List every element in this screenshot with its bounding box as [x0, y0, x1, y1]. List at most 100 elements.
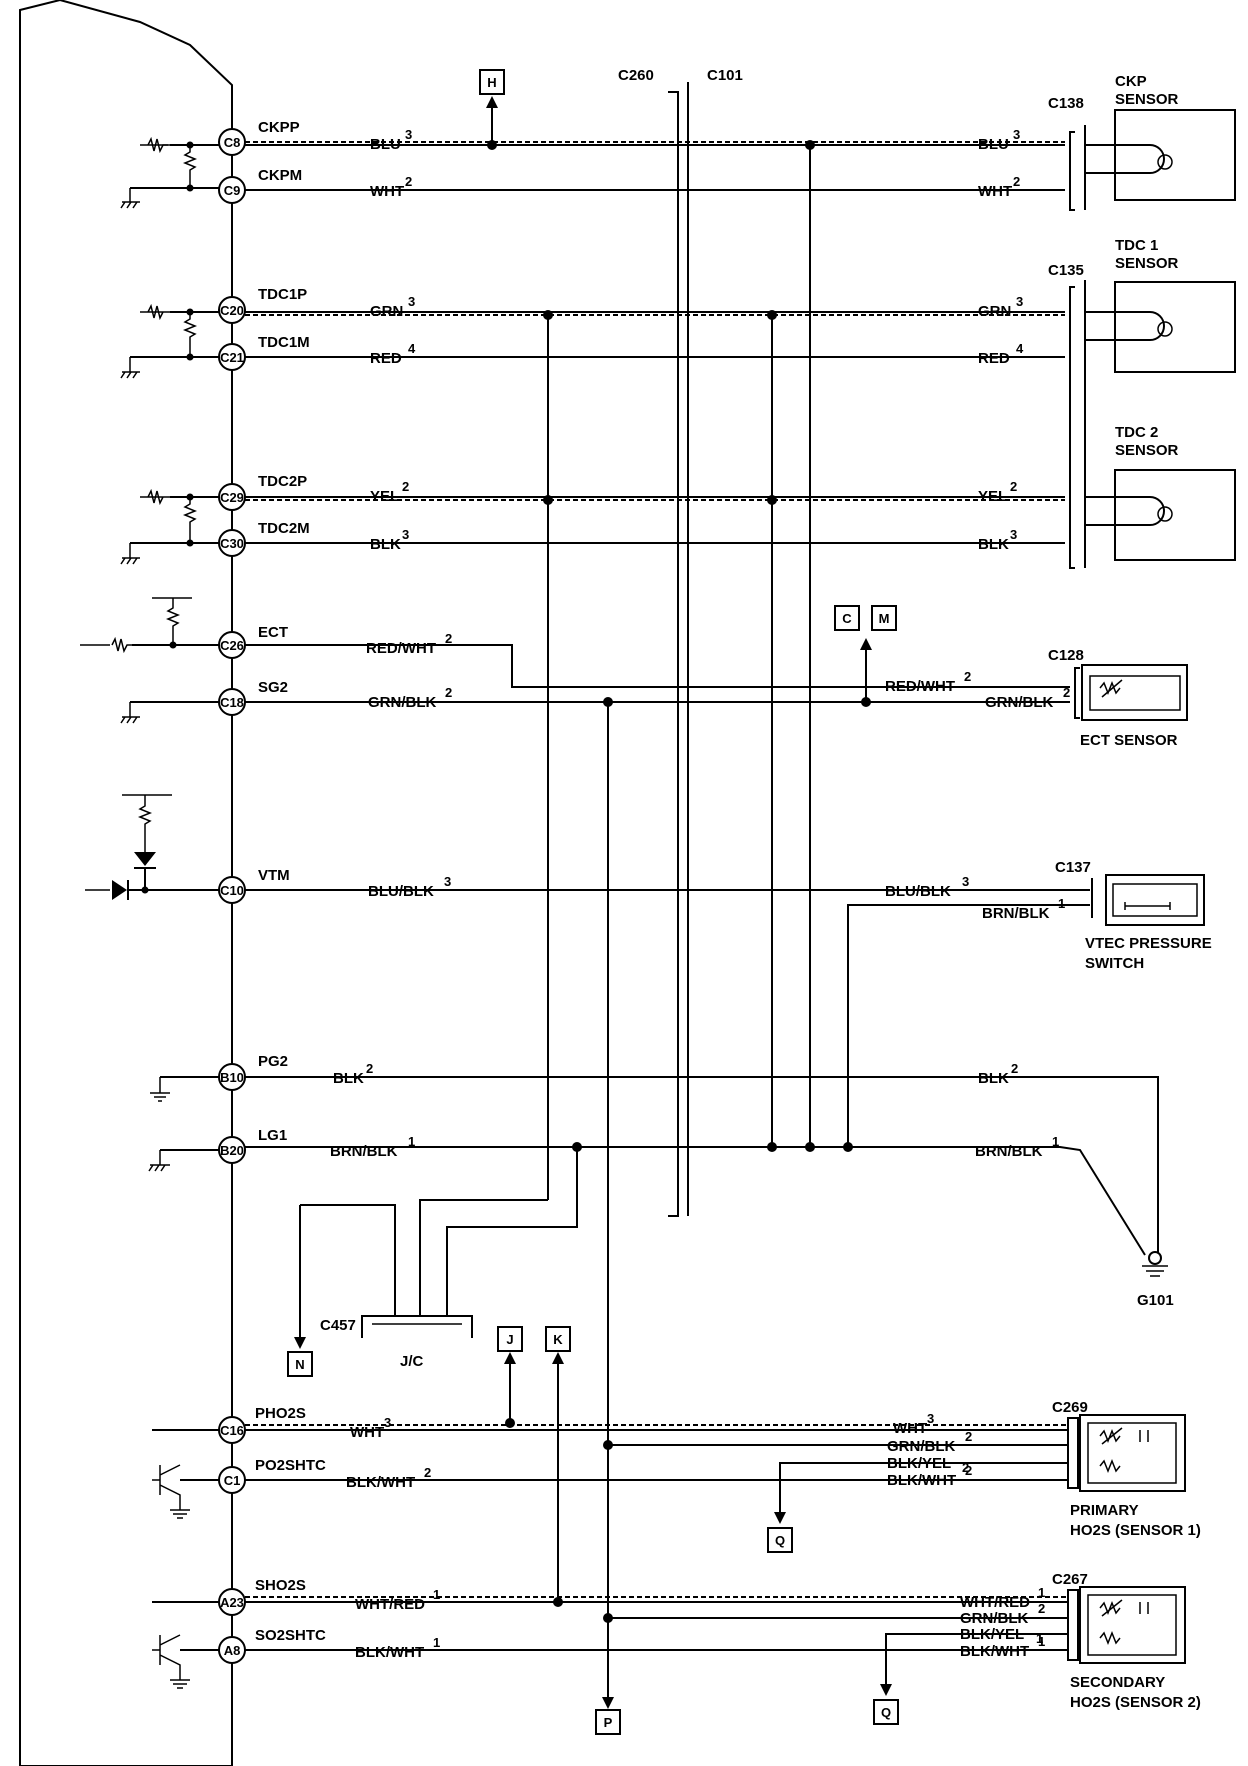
wire-label: BLK/WHT	[960, 1643, 1029, 1660]
pin-label-pho2s: PHO2S	[255, 1405, 306, 1422]
pin-c20: C20	[220, 303, 244, 318]
ref-q-1: Q	[775, 1533, 785, 1548]
wire-count: 3	[444, 874, 451, 889]
tdc1p-circuit	[120, 303, 232, 379]
pin-label-ckpp: CKPP	[258, 119, 300, 136]
ref-box-h	[479, 69, 505, 95]
wire-label: GRN/BLK	[960, 1610, 1028, 1627]
coil-icon	[1085, 496, 1165, 526]
wire-count: 2	[1063, 685, 1070, 700]
pin-label-tdc1p: TDC1P	[258, 286, 307, 303]
ground-g101-label: G101	[1137, 1292, 1174, 1309]
wire-count: 1	[1038, 1634, 1045, 1649]
ref-m: M	[879, 611, 890, 626]
wire-label: GRN/BLK	[887, 1438, 955, 1455]
wire-label: WHT	[893, 1420, 927, 1437]
wire-label: BLU	[978, 136, 1009, 153]
pin-c10: C10	[220, 883, 244, 898]
ckp-sensor-label-1: CKP	[1115, 73, 1147, 90]
heater-icon	[1099, 1458, 1121, 1474]
thermistor-icon	[1099, 679, 1123, 698]
primary-ho2s-box	[1079, 1414, 1186, 1492]
wire-label: GRN	[978, 303, 1011, 320]
connector-c138	[1069, 131, 1075, 211]
wire-label: WHT	[350, 1424, 384, 1441]
wire-count: 2	[445, 631, 452, 646]
pin-label-lg1: LG1	[258, 1127, 287, 1144]
connector-c138-label: C138	[1048, 95, 1084, 112]
primary-ho2s-label-2: HO2S (SENSOR 1)	[1070, 1522, 1201, 1539]
vtec-label-1: VTEC PRESSURE	[1085, 935, 1212, 952]
connector-c269	[1067, 1417, 1079, 1489]
wire-count: 3	[1010, 527, 1017, 542]
wire-label: BLU/BLK	[368, 883, 434, 900]
vtec-label-2: SWITCH	[1085, 955, 1144, 972]
connector-c128	[1074, 667, 1080, 719]
ref-j: J	[506, 1332, 513, 1347]
ground-g101-icon	[1148, 1251, 1162, 1265]
pin-c8: C8	[224, 135, 241, 150]
o2-sensor-icon	[1099, 1427, 1149, 1445]
wire-count: 2	[366, 1061, 373, 1076]
ref-c: C	[842, 611, 852, 626]
pin-label-tdc1m: TDC1M	[258, 334, 310, 351]
coil-icon	[1085, 311, 1165, 341]
pin-b20: B20	[220, 1143, 244, 1158]
connector-c457-label: C457	[320, 1317, 356, 1334]
tdc1-sensor-box	[1114, 281, 1236, 373]
secondary-ho2s-label-2: HO2S (SENSOR 2)	[1070, 1694, 1201, 1711]
wire-count: 2	[1038, 1601, 1045, 1616]
wire-count: 2	[964, 669, 971, 684]
connector-c135-label: C135	[1048, 262, 1084, 279]
connector-c267-label: C267	[1052, 1571, 1088, 1588]
wire-label: RED/WHT	[366, 640, 436, 657]
wire-count: 3	[927, 1411, 934, 1426]
wire-count: 3	[408, 294, 415, 309]
wire-label: RED	[370, 350, 402, 367]
connector-c101-label: C101	[707, 67, 743, 84]
pin-c21: C21	[220, 350, 244, 365]
wire-count: 2	[402, 479, 409, 494]
wire-count: 1	[1052, 1134, 1059, 1149]
pin-c26: C26	[220, 638, 244, 653]
wire-label: RED	[978, 350, 1010, 367]
pin-label-sg2: SG2	[258, 679, 288, 696]
connector-c260-bar	[668, 91, 679, 1217]
wire-count: 3	[405, 127, 412, 142]
pin-c9: C9	[224, 183, 241, 198]
wire-count: 1	[1036, 1631, 1043, 1646]
wire-count: 1	[433, 1587, 440, 1602]
coil-icon	[1085, 144, 1165, 174]
wire-label: BLK/YEL	[960, 1626, 1024, 1643]
pin-label-tdc2p: TDC2P	[258, 473, 307, 490]
wire-label: GRN/BLK	[985, 694, 1053, 711]
switch-icon	[1124, 902, 1171, 910]
wire-label: BLK	[978, 1070, 1009, 1087]
wire-label: BLK	[333, 1070, 364, 1087]
ckp-sensor-label-2: SENSOR	[1115, 91, 1179, 108]
ect-sensor-label: ECT SENSOR	[1080, 732, 1178, 749]
pin-label-tdc2m: TDC2M	[258, 520, 310, 537]
pin-label-ckpm: CKPM	[258, 167, 302, 184]
wire-label: BLK/YEL	[887, 1455, 951, 1472]
wire-count: 3	[962, 874, 969, 889]
tdc2-sensor-box	[1114, 469, 1236, 561]
wire-count: 1	[1058, 896, 1065, 911]
pin-a23: A23	[220, 1595, 244, 1610]
wire-label: BLK	[370, 536, 401, 553]
wire-label: WHT/RED	[355, 1596, 425, 1613]
pin-label-pg2: PG2	[258, 1053, 288, 1070]
connector-c269-label: C269	[1052, 1399, 1088, 1416]
ref-n: N	[295, 1357, 304, 1372]
wire-label: BLU	[370, 136, 401, 153]
wire-label: GRN/BLK	[368, 694, 436, 711]
heater-icon	[1099, 1630, 1121, 1646]
wire-label: WHT	[978, 183, 1012, 200]
wire-count: 4	[408, 341, 416, 356]
wire-count: 3	[402, 527, 409, 542]
pin-label-po2shtc: PO2SHTC	[255, 1457, 326, 1474]
wire-label: WHT/RED	[960, 1594, 1030, 1611]
wire-count: 2	[1010, 479, 1017, 494]
pin-label-sho2s: SHO2S	[255, 1577, 306, 1594]
